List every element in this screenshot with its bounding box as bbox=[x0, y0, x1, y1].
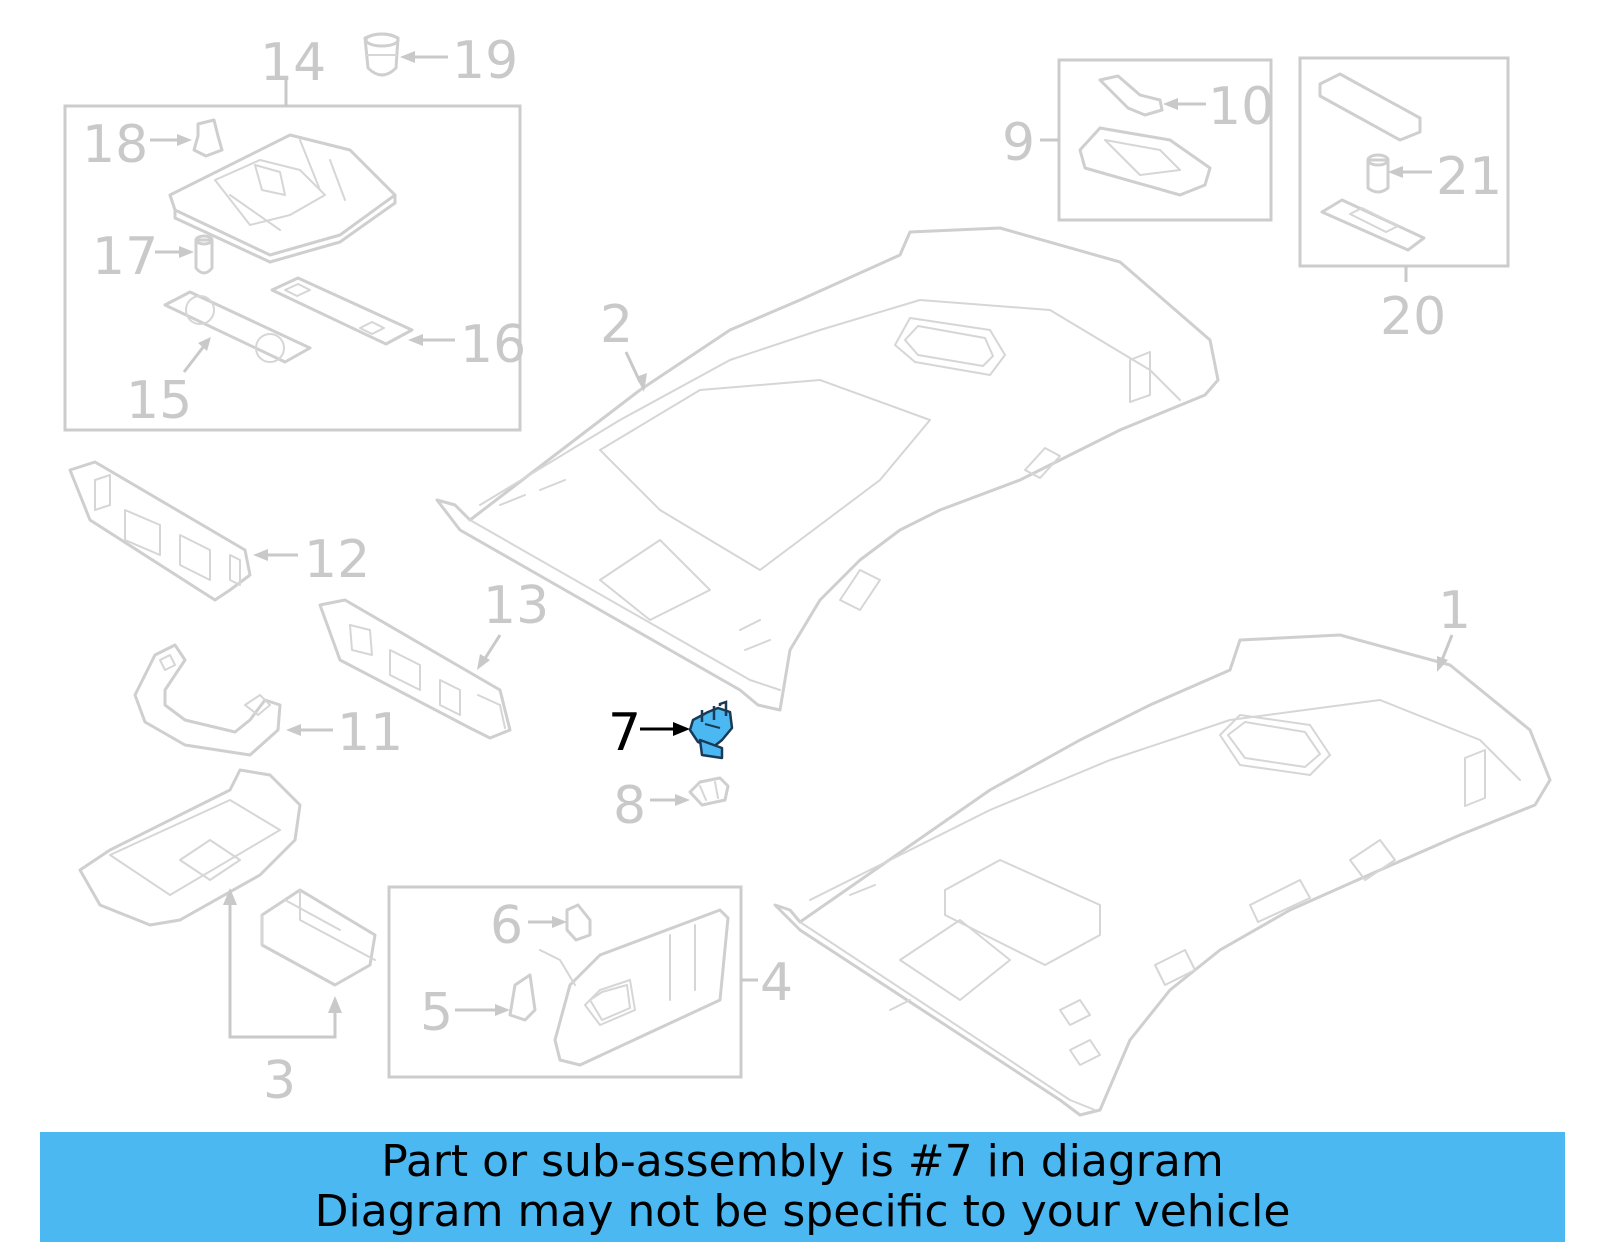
clip-part-5 bbox=[508, 973, 537, 1022]
group-box-14 bbox=[63, 104, 522, 432]
callout-9: 9 bbox=[1002, 113, 1035, 173]
callout-18: 18 bbox=[82, 115, 148, 175]
trim-part-12 bbox=[68, 460, 252, 602]
banner-line-2: Diagram may not be specific to your vehi… bbox=[314, 1186, 1291, 1237]
group-box-20 bbox=[1298, 56, 1510, 268]
callout-1: 1 bbox=[1438, 581, 1471, 641]
callout-15: 15 bbox=[126, 371, 192, 431]
callout-2: 2 bbox=[600, 295, 633, 355]
callout-19: 19 bbox=[452, 31, 518, 91]
sun-visor-part-4 bbox=[539, 908, 730, 1067]
callout-10: 10 bbox=[1208, 77, 1274, 137]
grab-handle-part-11 bbox=[133, 643, 282, 757]
headliner-part-2 bbox=[435, 226, 1220, 712]
callout-13: 13 bbox=[483, 576, 549, 636]
clip-part-18 bbox=[192, 118, 224, 158]
highlighted-part-7[interactable] bbox=[688, 700, 734, 760]
lamp-lens-part-3 bbox=[260, 888, 377, 987]
callout-6: 6 bbox=[490, 896, 523, 956]
bulb-part-21 bbox=[1366, 153, 1390, 194]
callout-8: 8 bbox=[613, 776, 646, 836]
callout-12: 12 bbox=[304, 530, 370, 590]
bulb-part-17 bbox=[194, 234, 214, 275]
grommet-part-19 bbox=[363, 32, 400, 77]
overhead-console-part bbox=[168, 133, 397, 264]
callout-17: 17 bbox=[92, 227, 158, 287]
callout-3: 3 bbox=[263, 1051, 296, 1111]
callout-14: 14 bbox=[260, 33, 326, 93]
callout-21: 21 bbox=[1436, 147, 1502, 207]
banner-line-1: Part or sub-assembly is #7 in diagram bbox=[381, 1136, 1224, 1187]
group-box-4 bbox=[387, 885, 743, 1079]
leader-3 bbox=[228, 892, 337, 1039]
callout-5: 5 bbox=[420, 983, 453, 1043]
lens-part-15 bbox=[163, 290, 312, 364]
cover-part-8 bbox=[688, 776, 730, 807]
info-banner: Part or sub-assembly is #7 in diagram Di… bbox=[40, 1132, 1565, 1242]
clip-part-6 bbox=[565, 903, 592, 942]
lens-part-16 bbox=[270, 276, 414, 346]
callout-16: 16 bbox=[460, 315, 526, 375]
callout-4: 4 bbox=[760, 953, 793, 1013]
map-lamp-part-9 bbox=[1078, 126, 1212, 197]
lamp-part-20 bbox=[1318, 72, 1426, 252]
lamp-housing-part-3 bbox=[78, 768, 302, 927]
callout-11: 11 bbox=[337, 703, 403, 763]
headliner-part-1 bbox=[773, 633, 1552, 1117]
callout-20: 20 bbox=[1380, 287, 1446, 347]
callout-7[interactable]: 7 bbox=[608, 703, 641, 763]
bulb-part-10 bbox=[1098, 74, 1164, 117]
trim-part-13 bbox=[318, 598, 512, 740]
